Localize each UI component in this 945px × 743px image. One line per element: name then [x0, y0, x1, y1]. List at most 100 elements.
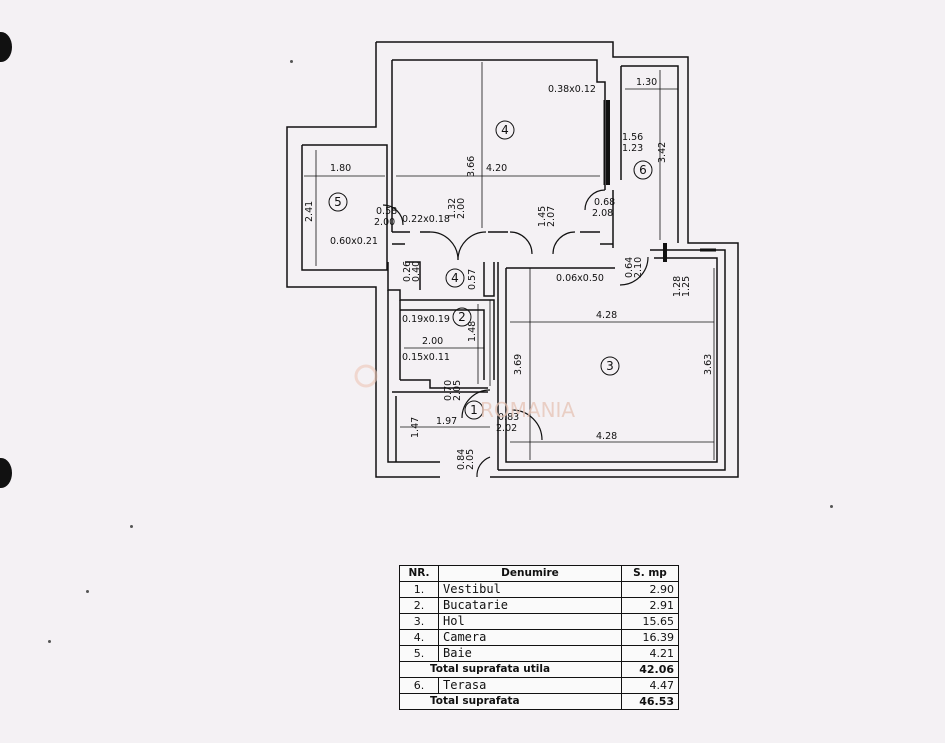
- total-label: Total suprafata: [399, 693, 622, 710]
- dim-label: 0.60x0.21: [330, 236, 378, 247]
- dim-label: 1.97: [436, 416, 457, 427]
- punch-hole: [0, 32, 12, 62]
- row-area: 4.47: [621, 677, 679, 694]
- dim-label: 0.38x0.12: [548, 84, 596, 95]
- total-value: 46.53: [621, 693, 679, 710]
- header-name: Denumire: [438, 565, 622, 582]
- dimension-lines: [304, 62, 715, 460]
- dim-label: 1.30: [636, 77, 657, 88]
- legend-row: 1. Vestibul 2.90: [399, 581, 679, 598]
- row-area: 2.91: [621, 597, 679, 614]
- area-legend-table: NR. Denumire S. mp 1. Vestibul 2.90 2. B…: [399, 565, 679, 710]
- dim-label: 2.41: [304, 201, 315, 222]
- svg-text:2: 2: [458, 310, 466, 324]
- dim-label: 2.05: [452, 380, 463, 401]
- doors: [382, 189, 649, 478]
- dim-label: 1.28: [672, 276, 683, 297]
- floor-plan: 1 2 3 4 4 5 6 0.38x0.12 1.30 1.56 1.23 3…: [286, 41, 739, 478]
- svg-text:5: 5: [334, 195, 342, 209]
- room-marker-5: 5: [328, 192, 348, 212]
- dim-label: 0.22x0.18: [402, 214, 450, 225]
- row-area: 4.21: [621, 645, 679, 662]
- dim-label: 0.64: [624, 257, 635, 278]
- row-area: 15.65: [621, 613, 679, 630]
- room-marker-1: 1: [464, 400, 484, 420]
- row-nr: 1.: [399, 581, 439, 598]
- room-marker-3: 3: [600, 356, 620, 376]
- legend-row: 4. Camera 16.39: [399, 629, 679, 646]
- windows: [603, 100, 716, 262]
- dim-label: 2.02: [496, 423, 517, 434]
- dim-label: 2.00: [374, 217, 395, 228]
- dim-label: 1.47: [410, 417, 421, 438]
- row-name: Baie: [438, 645, 622, 662]
- speck: [48, 640, 51, 643]
- room-markers: 1 2 3 4 4 5 6: [328, 120, 653, 420]
- dim-label: 0.40: [411, 261, 422, 282]
- dim-label: 2.10: [633, 257, 644, 278]
- dim-label: 2.00: [422, 336, 443, 347]
- legend-row: 2. Bucatarie 2.91: [399, 597, 679, 614]
- svg-text:4: 4: [451, 271, 459, 285]
- speck: [86, 590, 89, 593]
- dim-label: 3.66: [466, 156, 477, 177]
- dim-label: 4.28: [596, 431, 617, 442]
- svg-text:1: 1: [470, 403, 478, 417]
- row-name: Vestibul: [438, 581, 622, 598]
- total-util-value: 42.06: [621, 661, 679, 678]
- dim-label: 0.68: [594, 197, 615, 208]
- dim-label: 3.63: [703, 354, 714, 375]
- dim-label: 3.42: [657, 142, 668, 163]
- dim-label: 0.26: [402, 261, 413, 282]
- total-util-label: Total suprafata utila: [399, 661, 622, 678]
- room-marker-4a: 4: [495, 120, 515, 140]
- dim-label: 1.45: [537, 206, 548, 227]
- dim-label: 1.56: [622, 132, 643, 143]
- row-name: Terasa: [438, 677, 622, 694]
- dim-label: 2.07: [546, 206, 557, 227]
- dim-label: 0.06x0.50: [556, 273, 604, 284]
- row-area: 16.39: [621, 629, 679, 646]
- row-name: Camera: [438, 629, 622, 646]
- row-area: 2.90: [621, 581, 679, 598]
- dim-label: 0.15x0.11: [402, 352, 450, 363]
- punch-hole: [0, 458, 12, 488]
- watermark-logo: [354, 364, 378, 388]
- svg-text:3: 3: [606, 359, 614, 373]
- dim-label: 0.19x0.19: [402, 314, 450, 325]
- watermark-text: ROMANIA: [480, 398, 575, 422]
- room-marker-6: 6: [633, 160, 653, 180]
- row-name: Bucatarie: [438, 597, 622, 614]
- dim-label: 0.70: [443, 380, 454, 401]
- dim-label: 2.00: [456, 198, 467, 219]
- svg-text:6: 6: [639, 163, 647, 177]
- row-name: Hol: [438, 613, 622, 630]
- row-nr: 4.: [399, 629, 439, 646]
- dim-label: 0.58: [376, 206, 397, 217]
- row-nr: 3.: [399, 613, 439, 630]
- legend-total-row: Total suprafata 46.53: [399, 693, 679, 710]
- dim-label: 4.20: [486, 163, 507, 174]
- dimension-labels: 0.38x0.12 1.30 1.56 1.23 3.42 3.66 4.20 …: [304, 77, 714, 470]
- dim-label: 1.32: [447, 198, 458, 219]
- legend-header-row: NR. Denumire S. mp: [399, 565, 679, 582]
- header-nr: NR.: [399, 565, 439, 582]
- dim-label: 2.05: [465, 449, 476, 470]
- speck: [130, 525, 133, 528]
- walls: [286, 41, 739, 478]
- dim-label: 0.83: [498, 412, 519, 423]
- speck: [830, 505, 833, 508]
- row-nr: 5.: [399, 645, 439, 662]
- svg-text:4: 4: [501, 123, 509, 137]
- speck: [290, 60, 293, 63]
- dim-label: 1.23: [622, 143, 643, 154]
- header-area: S. mp: [621, 565, 679, 582]
- dim-label: 3.69: [513, 354, 524, 375]
- room-marker-4b: 4: [445, 268, 465, 288]
- dim-label: 2.08: [592, 208, 613, 219]
- dim-label: 4.28: [596, 310, 617, 321]
- legend-total-util-row: Total suprafata utila 42.06: [399, 661, 679, 678]
- room-marker-2: 2: [452, 307, 472, 327]
- legend-row: 3. Hol 15.65: [399, 613, 679, 630]
- legend-terrace-row: 6. Terasa 4.47: [399, 677, 679, 694]
